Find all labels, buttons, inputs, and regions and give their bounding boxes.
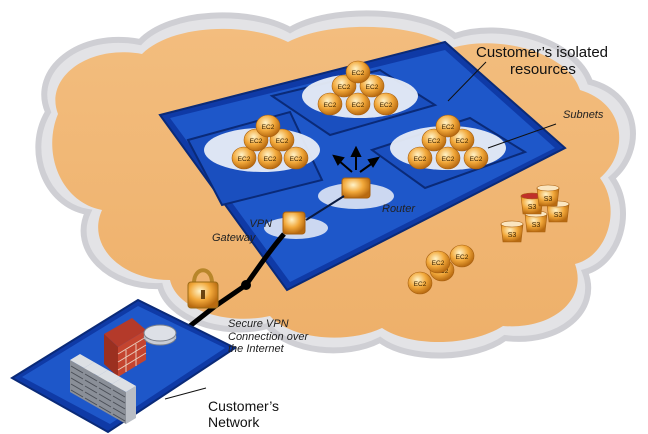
secure-line-2: Connection over: [228, 330, 309, 343]
ec2-instance-icon: EC2: [317, 92, 343, 116]
secure-line-3: the Internet: [228, 343, 284, 356]
ec2-label: EC2: [250, 138, 263, 145]
ec2-instance-icon: EC2: [231, 146, 257, 170]
vpn-gateway-line-1: VPN: [249, 218, 272, 230]
network-line-2: Network: [208, 414, 260, 431]
ec2-instance-icon: EC2: [373, 92, 399, 116]
router-icon: [318, 177, 394, 209]
isolated-resources-label: Customer’s isolated resources: [476, 44, 608, 79]
s3-label: S3: [544, 196, 553, 203]
ec2-label: EC2: [428, 138, 441, 145]
leader-lines: [164, 61, 557, 400]
ec2-label: EC2: [432, 260, 445, 267]
ec2-label: EC2: [290, 156, 303, 163]
s3-label: S3: [554, 212, 563, 219]
ec2-label: EC2: [262, 124, 275, 131]
ec2-instance-icon: EC2: [283, 146, 309, 170]
ec2-instance-icon: EC2: [257, 146, 283, 170]
s3-label: S3: [528, 204, 537, 211]
router-icon: [143, 324, 177, 346]
padlock-icon: [187, 268, 219, 309]
ec2-instance-icon: EC2: [425, 250, 451, 274]
ec2-instance-icon: EC2: [345, 92, 371, 116]
ec2-label: EC2: [456, 254, 469, 261]
network-line-1: Customer’s: [208, 398, 280, 414]
ec2-label: EC2: [276, 138, 289, 145]
server-racks: [70, 354, 136, 424]
server-rack-icon: [112, 378, 136, 424]
ec2-label: EC2: [352, 70, 365, 77]
ec2-label: EC2: [442, 156, 455, 163]
ec2-label: EC2: [380, 102, 393, 109]
ec2-label: EC2: [324, 102, 337, 109]
ec2-instance-icon: EC2: [463, 146, 489, 170]
vpn-gateway-label: VPN: [232, 218, 272, 231]
s3-bucket-icon: S3: [500, 220, 524, 243]
router-gateway-link: [305, 195, 345, 221]
ec2-label: EC2: [442, 124, 455, 131]
vpn-gateway-icon: [264, 211, 328, 239]
ec2-label: EC2: [238, 156, 251, 163]
s3-label: S3: [532, 222, 541, 229]
ec2-label: EC2: [456, 138, 469, 145]
ec2-label: EC2: [414, 156, 427, 163]
isolated-line-1: Customer’s isolated: [476, 44, 609, 61]
ec2-instance-icon: EC2: [345, 60, 371, 84]
ec2-label: EC2: [366, 84, 379, 91]
customer-network-label: Customer’s Network: [208, 398, 279, 430]
ec2-label: EC2: [338, 84, 351, 91]
isolated-line-2: resources: [510, 61, 576, 79]
ec2-label: EC2: [470, 156, 483, 163]
ec2-instance-icon: EC2: [449, 244, 475, 268]
ec2-label: EC2: [414, 281, 427, 288]
ec2-instance-icon: EC2: [255, 114, 281, 138]
s3-label: S3: [508, 232, 517, 239]
ec2-instance-icon: EC2: [407, 271, 433, 295]
ec2-label: EC2: [264, 156, 277, 163]
firewall-icon: [104, 318, 147, 377]
ec2-instance-icon: EC2: [435, 114, 461, 138]
router-label: Router: [382, 203, 416, 215]
ec2-instance-icon: EC2: [435, 146, 461, 170]
subnets-label: Subnets: [563, 109, 604, 121]
ec2-instance-icon: EC2: [407, 146, 433, 170]
vpn-connection-line: [158, 232, 286, 348]
ec2-label: EC2: [352, 102, 365, 109]
router-arrows: [332, 145, 381, 173]
secure-line-1: Secure VPN: [228, 318, 289, 330]
secure-vpn-label: Secure VPN Connection over the Internet: [228, 318, 308, 356]
vpn-gateway-label-2: Gateway: [212, 232, 256, 244]
s3-bucket-icon: S3: [536, 184, 560, 207]
